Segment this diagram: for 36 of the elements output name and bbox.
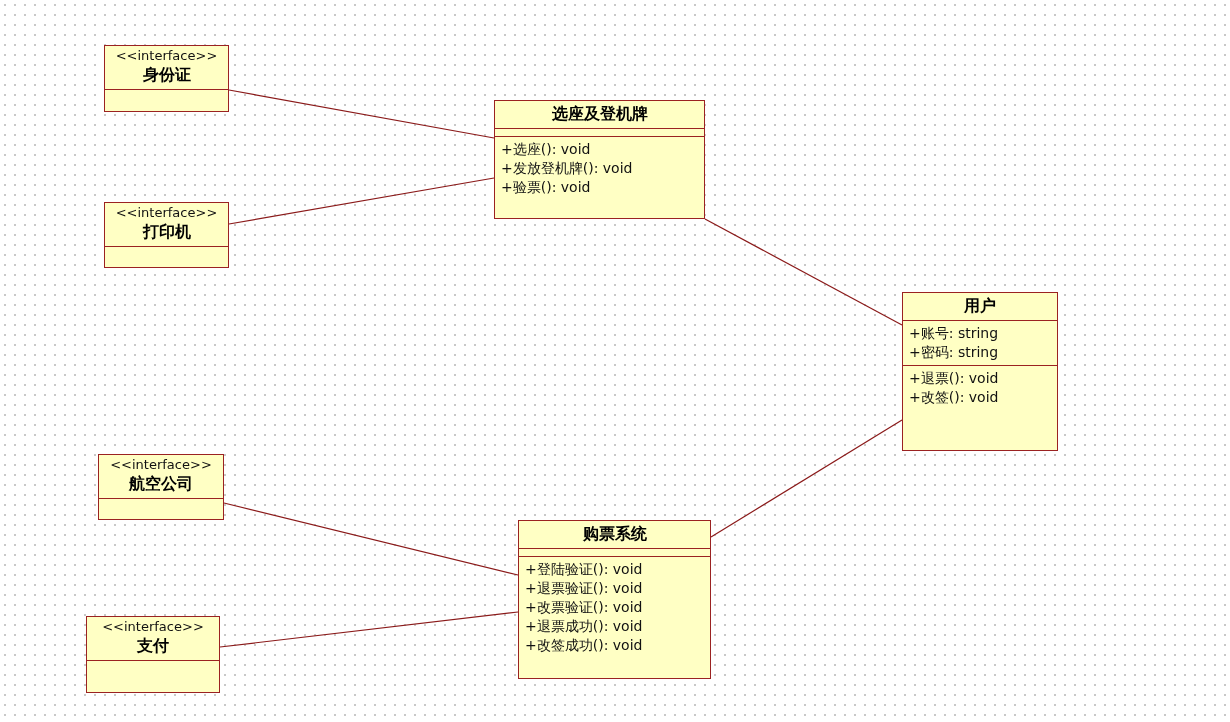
method-text: +改签成功(): void xyxy=(525,636,643,655)
association-line xyxy=(228,89,495,139)
attribute-text: +账号: string xyxy=(909,324,999,343)
class-box xyxy=(104,202,229,268)
class-name: 购票系统 xyxy=(582,523,647,545)
class-box xyxy=(518,520,711,679)
class-name: 身份证 xyxy=(142,64,191,86)
association-line xyxy=(223,502,519,576)
method-text: +验票(): void xyxy=(501,178,591,197)
stereotype-label: <<interface>> xyxy=(102,619,204,635)
association-line xyxy=(710,419,903,538)
class-name: 打印机 xyxy=(142,221,191,243)
stereotype-label: <<interface>> xyxy=(115,48,218,64)
method-text: +退票成功(): void xyxy=(525,617,643,636)
association-line xyxy=(704,218,903,326)
method-text: +改票验证(): void xyxy=(525,598,643,617)
class-box xyxy=(98,454,224,520)
class-box xyxy=(104,45,229,112)
class-box xyxy=(902,292,1058,451)
method-text: +登陆验证(): void xyxy=(525,560,643,579)
class-name: 航空公司 xyxy=(129,473,193,495)
class-box xyxy=(494,100,705,219)
association-line xyxy=(228,177,495,225)
stereotype-label: <<interface>> xyxy=(115,205,218,221)
class-name: 支付 xyxy=(137,635,169,657)
method-text: +改签(): void xyxy=(909,388,999,407)
class-box xyxy=(86,616,220,693)
class-name: 选座及登机牌 xyxy=(551,103,648,125)
association-line xyxy=(219,611,519,648)
class-name: 用户 xyxy=(964,295,996,317)
method-text: +发放登机牌(): void xyxy=(501,159,633,178)
stereotype-label: <<interface>> xyxy=(110,457,212,473)
method-text: +选座(): void xyxy=(501,140,591,159)
method-text: +退票(): void xyxy=(909,369,999,388)
attribute-text: +密码: string xyxy=(909,343,999,362)
method-text: +退票验证(): void xyxy=(525,579,643,598)
